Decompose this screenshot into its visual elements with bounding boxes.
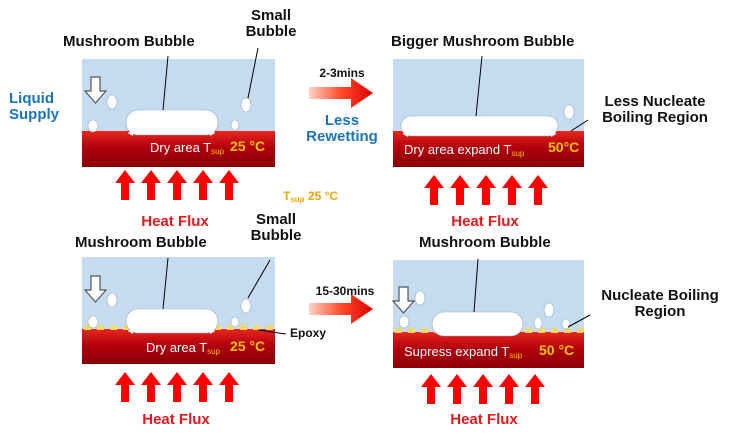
mushroom-pointer bbox=[162, 257, 169, 310]
less-nucleate-region-label: Less Nucleate Boiling Region bbox=[590, 94, 720, 126]
panel-top-right bbox=[393, 55, 589, 167]
tsup-note-value: 25 °C bbox=[304, 189, 339, 203]
t-sup-subscript: sup bbox=[211, 147, 225, 156]
liquid-supply-arrow bbox=[391, 286, 416, 314]
dry-area-label: Dry area Tsup bbox=[146, 341, 220, 356]
t-sup-subscript: sup bbox=[207, 347, 221, 356]
mushroom-pointer bbox=[162, 55, 169, 111]
small-bubble-label-line2: Bubble bbox=[250, 226, 302, 244]
region-pointer bbox=[567, 314, 591, 328]
bigger-mushroom-bubble bbox=[400, 115, 559, 137]
mushroom-bubble-label: Mushroom Bubble bbox=[75, 234, 207, 251]
heat-flux-label: Heat Flux bbox=[451, 213, 519, 230]
less-rewetting-line1: Less bbox=[324, 112, 360, 129]
heater-block bbox=[393, 332, 584, 368]
mushroom-bubble-label: Mushroom Bubble bbox=[419, 234, 551, 251]
panel-bottom-right bbox=[391, 258, 591, 368]
dry-area-expand-text: Dry area expand T bbox=[404, 142, 512, 157]
supress-expand-label: Supress expand Tsup bbox=[404, 345, 522, 360]
mushroom-bubble-label: Mushroom Bubble bbox=[63, 33, 195, 50]
region-pointer bbox=[570, 119, 589, 132]
small-bubble bbox=[240, 298, 252, 314]
dry-area-text: Dry area T bbox=[146, 340, 208, 355]
small-bubble bbox=[398, 315, 410, 329]
heat-flux-arrows-top-left bbox=[115, 170, 239, 200]
heat-flux-arrows-bottom-left bbox=[115, 372, 239, 402]
epoxy-pointer bbox=[257, 329, 287, 335]
less-rewetting-line2: Rewetting bbox=[306, 127, 378, 145]
small-bubble-label: Small Bubble bbox=[240, 8, 302, 40]
temperature-label: 50 °C bbox=[539, 342, 575, 358]
heater-block bbox=[82, 131, 275, 167]
heat-flux-label: Heat Flux bbox=[141, 213, 209, 230]
heater-block bbox=[82, 329, 275, 364]
transition-arrow-top bbox=[309, 78, 373, 108]
tsup-note: Tsup 25 °C bbox=[283, 190, 338, 204]
panel-top-left bbox=[82, 47, 275, 167]
region-label-line2: Boiling Region bbox=[602, 108, 708, 126]
bigger-mushroom-bubble-label: Bigger Mushroom Bubble bbox=[391, 33, 575, 50]
mushroom-bubble bbox=[125, 308, 219, 334]
small-bubble bbox=[87, 119, 99, 133]
heater-block bbox=[393, 131, 584, 167]
liquid-supply-arrow bbox=[83, 275, 108, 303]
tsup-note-main: T bbox=[283, 189, 291, 203]
heat-flux-arrows-bottom-right bbox=[421, 374, 545, 404]
region-label-line2: Region bbox=[634, 302, 686, 320]
small-bubble bbox=[87, 315, 99, 329]
dry-area-label: Dry area Tsup bbox=[150, 141, 224, 156]
mushroom-bubble bbox=[125, 109, 219, 136]
small-bubble bbox=[106, 292, 118, 308]
temperature-label: 25 °C bbox=[230, 338, 266, 354]
small-bubble bbox=[543, 302, 555, 318]
nucleate-boiling-region-label: Nucleate Boiling Region bbox=[590, 288, 730, 320]
small-bubble-label-line1: Small bbox=[255, 211, 297, 228]
small-bubble bbox=[414, 290, 426, 306]
liquid-supply-label: Liquid Supply bbox=[9, 91, 59, 123]
small-bubble bbox=[561, 318, 571, 330]
mushroom-bubble bbox=[431, 311, 524, 337]
small-bubble-label-line2: Bubble bbox=[245, 22, 297, 40]
heat-flux-arrows-top-right bbox=[424, 175, 548, 205]
small-bubble bbox=[533, 316, 543, 330]
t-sup-subscript: sup bbox=[509, 351, 523, 360]
region-label-line1: Less Nucleate bbox=[604, 93, 706, 110]
small-bubble-label-line1: Small bbox=[250, 7, 292, 24]
heat-flux-label: Heat Flux bbox=[450, 411, 518, 428]
supress-expand-text: Supress expand T bbox=[404, 344, 510, 359]
small-bubble-pointer bbox=[247, 259, 271, 299]
small-bubble-label: Small Bubble bbox=[245, 212, 307, 244]
small-bubble bbox=[106, 94, 118, 110]
liquid-supply-arrow bbox=[83, 76, 108, 104]
transition-time-bottom: 15-30mins bbox=[315, 284, 375, 298]
temperature-label: 50°C bbox=[548, 139, 580, 155]
mushroom-pointer bbox=[475, 55, 483, 117]
dry-area-text: Dry area T bbox=[150, 140, 212, 155]
transition-time-top: 2-3mins bbox=[319, 66, 365, 80]
panel-bottom-left bbox=[82, 257, 287, 364]
heat-flux-label: Heat Flux bbox=[142, 411, 210, 428]
liquid-supply-line1: Liquid bbox=[9, 90, 54, 107]
small-bubble bbox=[230, 316, 240, 328]
small-bubble-pointer bbox=[247, 47, 259, 99]
temperature-label: 25 °C bbox=[230, 138, 266, 154]
small-bubble bbox=[563, 104, 575, 120]
liquid-supply-line2: Supply bbox=[9, 105, 60, 123]
epoxy-label: Epoxy bbox=[290, 326, 327, 340]
small-bubble bbox=[240, 97, 252, 113]
region-label-line1: Nucleate Boiling bbox=[601, 287, 719, 304]
small-bubble bbox=[230, 119, 240, 131]
mushroom-pointer bbox=[473, 258, 479, 313]
dry-area-expand-label: Dry area expand Tsup bbox=[404, 143, 524, 158]
less-rewetting-label: Less Rewetting bbox=[296, 113, 388, 145]
t-sup-subscript: sup bbox=[511, 149, 525, 158]
tsup-note-sub: sup bbox=[290, 195, 305, 204]
transition-arrow-bottom bbox=[309, 294, 373, 324]
